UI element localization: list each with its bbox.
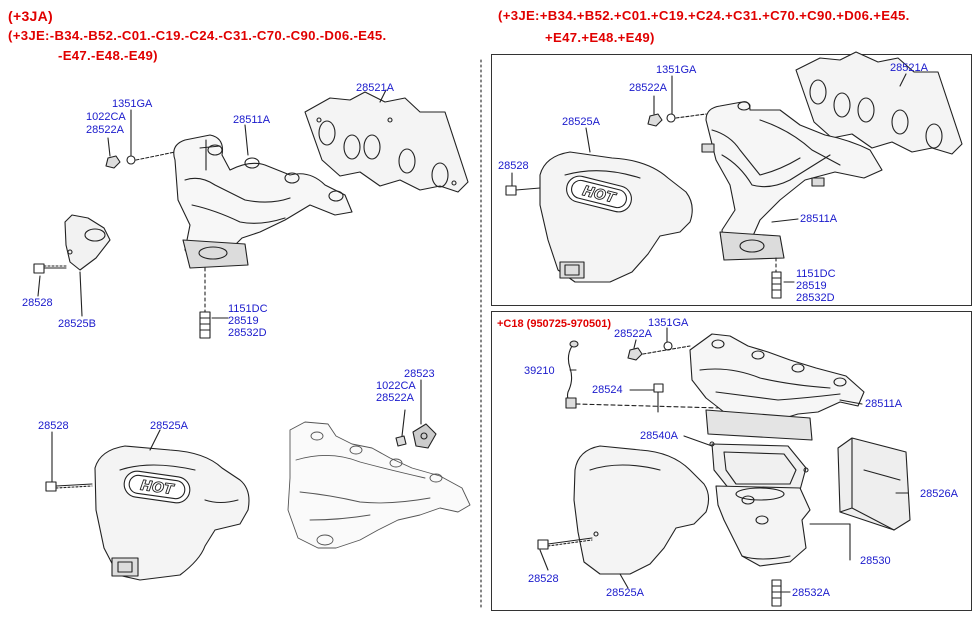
bm-sensor-28523 xyxy=(395,423,437,449)
label-tr-28532D: 28532D xyxy=(796,292,835,304)
label-bl-28528: 28528 xyxy=(38,420,69,432)
label-tr-28519: 28519 xyxy=(796,280,827,292)
label-br-39210: 39210 xyxy=(524,365,555,377)
label-br-28526A: 28526A xyxy=(920,488,958,500)
br-catalytic-converter-28530 xyxy=(715,485,811,567)
br-gasket-28540A xyxy=(709,441,809,491)
label-tr-28511A: 28511A xyxy=(800,213,838,225)
tr-nut-28522A xyxy=(647,113,707,127)
tl-stud-28519 xyxy=(199,267,211,339)
label-bl-28525A: 28525A xyxy=(150,420,188,432)
tr-heat-shield-28525A: HOT xyxy=(539,151,693,283)
header-right-line1: (+3JE:+B34.+B52.+C01.+C19.+C24.+C31.+C70… xyxy=(498,8,910,23)
label-br-1351GA: 1351GA xyxy=(648,317,689,329)
label-tr-28525A: 28525A xyxy=(562,116,600,128)
label-tl-28521A: 28521A xyxy=(356,82,394,94)
label-bm-1022CA: 1022CA xyxy=(376,380,416,392)
label-br-28522A: 28522A xyxy=(614,328,652,340)
label-tr-28522A: 28522A xyxy=(629,82,667,94)
br-bolt-28528 xyxy=(537,537,593,550)
panel-bottom-right xyxy=(491,311,972,611)
label-tl-1022CA: 1022CA xyxy=(86,111,126,123)
label-br-28530: 28530 xyxy=(860,555,891,567)
br-stud-28532A xyxy=(771,579,782,607)
label-br-28532A: 28532A xyxy=(792,587,830,599)
label-tr-1151DC: 1151DC xyxy=(796,268,836,280)
label-tr-28521A: 28521A xyxy=(890,62,928,74)
header-right-line2: +E47.+E48.+E49) xyxy=(545,30,655,45)
label-tr-1351GA: 1351GA xyxy=(656,64,697,76)
label-tr-28528: 28528 xyxy=(498,160,529,172)
bl-heat-shield-28525A: HOT xyxy=(94,445,250,581)
label-tl-28522A: 28522A xyxy=(86,124,124,136)
br-nut-28522A xyxy=(627,341,691,361)
panel-c18-title: +C18 (950725-970501) xyxy=(497,318,612,330)
label-br-28528: 28528 xyxy=(528,573,559,585)
tr-stud-28519 xyxy=(771,257,782,299)
br-cover-28526A xyxy=(837,437,911,531)
br-heat-shield-28525A xyxy=(573,445,710,575)
br-manifold-28511A xyxy=(689,333,865,441)
tl-heat-gasket-28521A xyxy=(304,91,469,193)
label-br-28525A: 28525A xyxy=(606,587,644,599)
label-bm-28522A: 28522A xyxy=(376,392,414,404)
label-tl-28511A: 28511A xyxy=(233,114,271,126)
tl-bracket-28525B xyxy=(64,214,111,271)
tr-manifold-28511A xyxy=(701,101,883,261)
label-br-28540A: 28540A xyxy=(640,430,678,442)
panel-top-right xyxy=(491,54,972,306)
bl-bolt-28528 xyxy=(45,481,93,492)
header-left-line3: -E47.-E48.-E49) xyxy=(58,48,158,63)
label-bm-28523: 28523 xyxy=(404,368,435,380)
bm-manifold-outline xyxy=(287,421,471,549)
tl-manifold-28511A xyxy=(173,134,353,269)
tl-bolt-28528 xyxy=(33,263,67,274)
label-br-28524: 28524 xyxy=(592,384,623,396)
br-oxygen-sensor-39210 xyxy=(565,340,721,409)
tr-bolt-28528 xyxy=(505,185,541,196)
label-br-28511A: 28511A xyxy=(865,398,903,410)
label-tl-28525B: 28525B xyxy=(58,318,96,330)
label-tl-1351GA: 1351GA xyxy=(112,98,153,110)
tl-nut-28522A xyxy=(105,151,176,169)
tr-heat-gasket-28521A xyxy=(795,51,963,155)
br-bolt-28524 xyxy=(653,383,664,413)
label-tl-28528: 28528 xyxy=(22,297,53,309)
label-tl-28519: 28519 xyxy=(228,315,259,327)
header-left-line1: (+3JA) xyxy=(8,8,53,24)
hot-text-bl: HOT xyxy=(139,478,176,499)
label-tl-1151DC: 1151DC xyxy=(228,303,268,315)
label-tl-28532D: 28532D xyxy=(228,327,267,339)
header-left-line2: (+3JE:-B34.-B52.-C01.-C19.-C24.-C31.-C70… xyxy=(8,28,387,43)
